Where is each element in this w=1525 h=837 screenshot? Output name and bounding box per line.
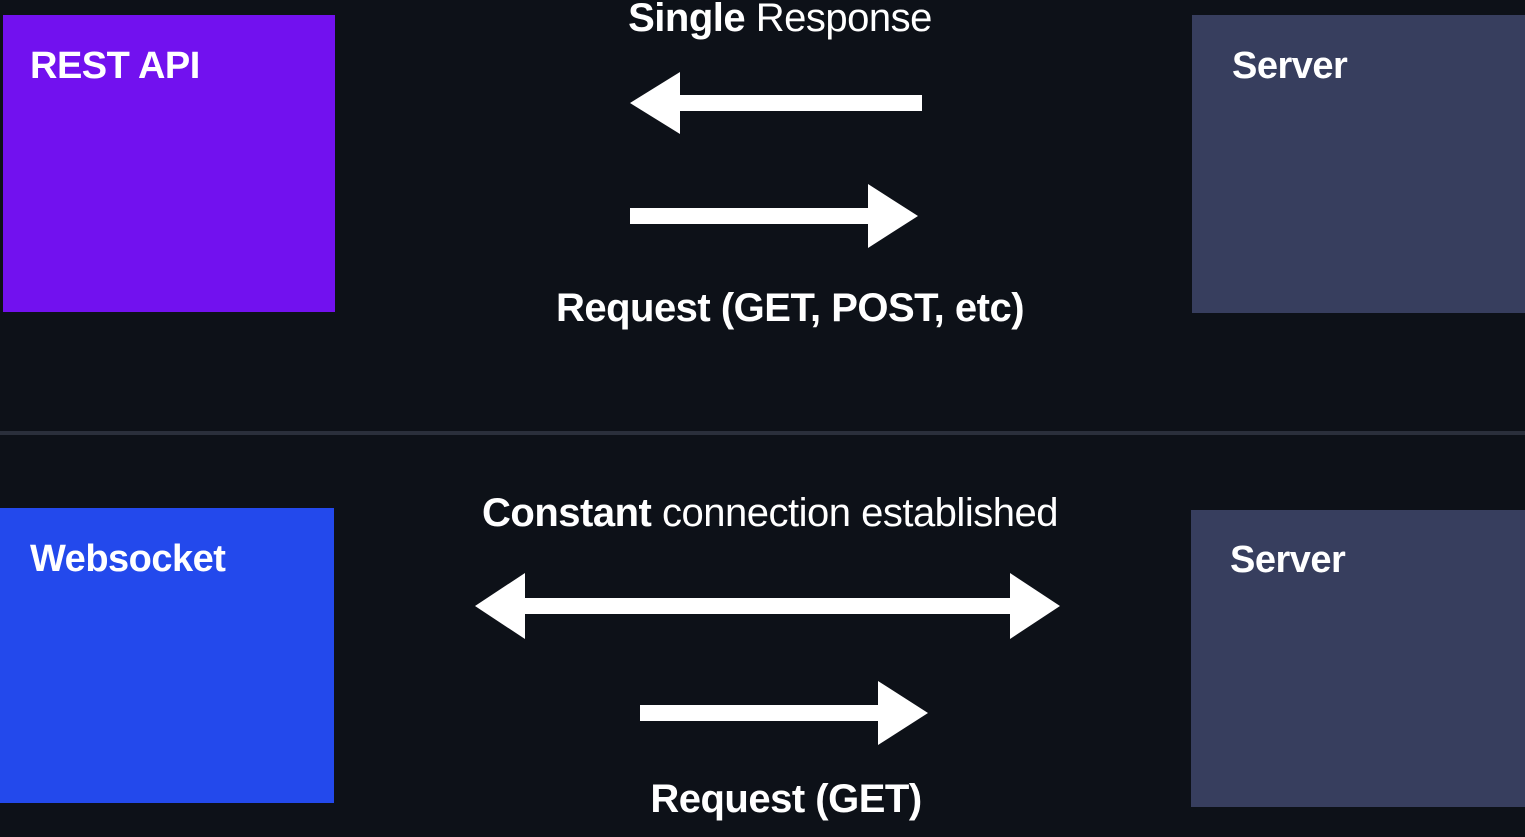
response-arrow-left-icon	[630, 72, 922, 134]
constant-connection-label: Constant connection established	[420, 493, 1120, 533]
single-response-label: Single Response	[530, 0, 1030, 38]
request-get-label: Request (GET)	[650, 777, 922, 821]
connection-double-arrow-icon	[475, 573, 1060, 639]
request-arrow-right-icon-top	[630, 184, 918, 248]
request-get-post-label: Request (GET, POST, etc)	[555, 286, 1025, 330]
rest-api-label: REST API	[30, 45, 200, 87]
single-response-label-bold: Single	[628, 0, 746, 40]
server-label-top: Server	[1232, 45, 1348, 87]
single-response-label-rest: Response	[745, 0, 933, 40]
websocket-box: Websocket	[0, 508, 334, 803]
server-label-bottom: Server	[1230, 539, 1346, 581]
request-arrow-right-icon-bottom	[640, 681, 928, 745]
constant-connection-label-bold: Constant	[482, 491, 652, 535]
section-divider	[0, 431, 1525, 435]
rest-api-box: REST API	[3, 15, 335, 312]
websocket-label: Websocket	[30, 538, 226, 580]
server-box-bottom: Server	[1191, 510, 1525, 807]
server-box-top: Server	[1192, 15, 1525, 313]
constant-connection-label-rest: connection established	[651, 491, 1058, 535]
